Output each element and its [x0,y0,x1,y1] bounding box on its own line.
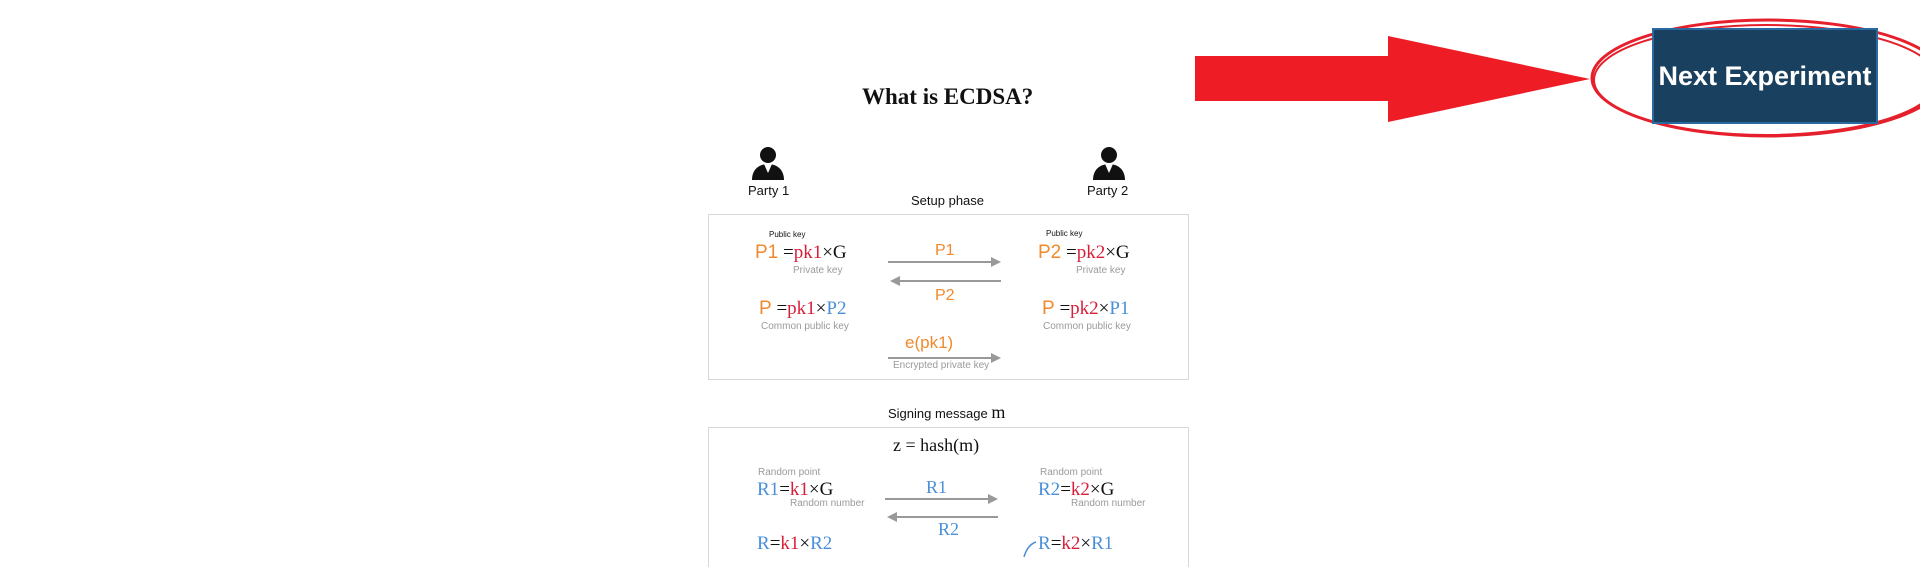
random-point-label-1: Random point [758,467,821,478]
r-right-formula: R=k2×R1 [1038,533,1114,554]
annotation-arrow [1195,36,1590,122]
party1-label: Party 1 [748,183,790,198]
public-key-label-1: Public key [769,230,806,239]
random-number-label-1: Random number [790,498,865,509]
party1-person-icon [752,147,784,180]
common-key-formula-2: P =pk2×P1 [1042,298,1130,319]
arrow-right-r1 [885,494,998,504]
arrow-r2-label: R2 [938,519,960,539]
setup-phase-label: Setup phase [911,193,985,208]
random-number-label-2: Random number [1071,498,1146,509]
highlight-ellipse [1590,18,1920,138]
r-left-formula: R=k1×R2 [757,533,833,554]
arrow-left-p2 [890,276,1001,286]
arrow-left-r2 [887,512,998,522]
setup-panel [708,214,1189,380]
common-key-formula-1: P =pk1×P2 [759,298,847,319]
p2-formula: P2 =pk2×G [1038,242,1130,263]
hash-formula: z = hash(m) [893,435,980,455]
party2-person-icon [1093,147,1125,180]
signing-message-label: Signing message m [888,402,1006,422]
arrow-p2-label: P2 [935,287,955,304]
common-public-key-label-1: Common public key [761,321,849,332]
r2-formula: R2=k2×G [1038,479,1115,500]
public-key-label-2: Public key [1046,229,1083,238]
random-point-label-2: Random point [1040,467,1103,478]
r1-formula: R1=k1×G [757,479,834,500]
common-public-key-label-2: Common public key [1043,321,1131,332]
private-key-label-1: Private key [793,265,843,276]
arrow-right-epk1 [888,353,1001,363]
signing-panel [708,427,1189,567]
arrow-r1-label: R1 [926,477,948,497]
next-experiment-button[interactable]: Next Experiment [1652,28,1878,124]
curve-stroke [1023,541,1037,557]
arrow-epk1-label: e(pk1) [905,333,954,352]
encrypted-private-key-label: Encrypted private key [893,360,990,371]
page-title: What is ECDSA? [862,84,1034,109]
arrow-p1-label: P1 [935,242,955,259]
p1-formula: P1 =pk1×G [755,242,847,263]
private-key-label-2: Private key [1076,265,1126,276]
party2-label: Party 2 [1087,183,1129,198]
arrow-right-p1 [888,257,1001,267]
